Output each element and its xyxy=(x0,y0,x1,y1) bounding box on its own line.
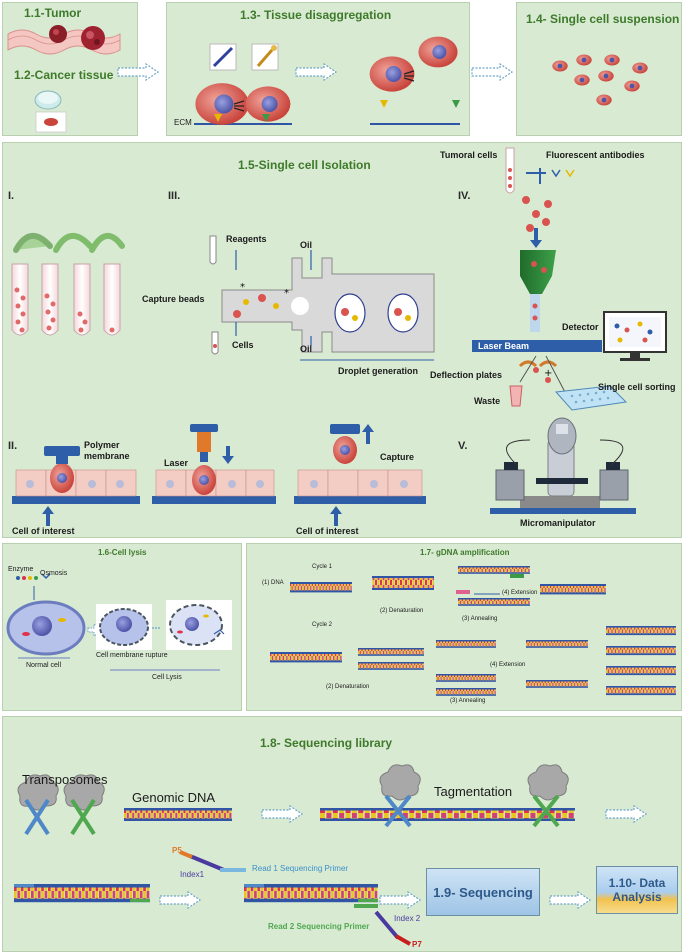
label-denaturation-1: (2) Denaturation xyxy=(380,608,424,614)
label-oil-top: Oil xyxy=(300,240,313,250)
label-annealing-2: (3) Annealing xyxy=(450,698,486,704)
arrow-disaggregation-to-suspension xyxy=(471,63,513,81)
svg-text:*: * xyxy=(284,288,289,299)
label-read1: Read 1 Sequencing Primer xyxy=(252,864,349,873)
label-cell-of-interest-1: Cell of interest xyxy=(12,526,75,536)
label-ecm: ECM xyxy=(174,118,192,127)
label-cycle-1: Cycle 1 xyxy=(312,564,333,570)
label-deflection-plates: Deflection plates xyxy=(430,370,503,380)
label-detector: Detector xyxy=(562,322,599,332)
label-membrane-rupture: Cell membrane rupture xyxy=(96,652,168,659)
gdna-amplification-strands xyxy=(270,566,676,696)
tissue-sample-card xyxy=(35,111,67,133)
label-cells: Cells xyxy=(232,340,254,350)
label-cell-lysis: Cell Lysis xyxy=(152,674,182,681)
panel-tumor xyxy=(2,2,138,136)
label-oil-bottom: Oil xyxy=(300,344,313,354)
label-tagmentation: Tagmentation xyxy=(434,784,513,799)
roman-1: I. xyxy=(8,190,15,202)
sequencing-box: 1.9- Sequencing xyxy=(426,868,540,916)
panel-library xyxy=(2,716,682,952)
roman-4: IV. xyxy=(458,190,471,202)
label-index2: Index 2 xyxy=(394,914,421,923)
label-capture: Capture xyxy=(380,452,415,462)
label-laser: Laser xyxy=(164,458,189,468)
title-isolation: 1.5-Single cell Isolation xyxy=(238,158,371,172)
sequencing-library-illustration xyxy=(14,764,647,946)
laser-capture-microdissection xyxy=(12,424,426,526)
label-transposomes: Transposomes xyxy=(22,772,108,787)
label-cell-of-interest-2: Cell of interest xyxy=(296,526,359,536)
roman-5: V. xyxy=(458,440,468,452)
label-capture-beads: Capture beads xyxy=(142,294,205,304)
cell-lysis-illustration xyxy=(6,573,232,671)
title-lysis: 1.6-Cell lysis xyxy=(98,548,147,557)
label-polymer-membrane: Polymer membrane xyxy=(84,440,130,461)
label-fluorescent-antibodies: Fluorescent antibodies xyxy=(546,150,645,160)
label-waste: Waste xyxy=(474,396,501,406)
single-cell-suspension-cells xyxy=(552,54,648,106)
title-tumor: 1.1-Tumor xyxy=(24,6,82,20)
svg-text:*: * xyxy=(240,282,245,293)
label-normal-cell: Normal cell xyxy=(26,662,62,669)
label-enzyme: Enzyme xyxy=(8,566,34,573)
transposome-icons xyxy=(17,774,105,836)
label-reagents: Reagents xyxy=(226,234,267,244)
label-laser-beam: Laser Beam xyxy=(478,341,530,351)
label-osmosis: Osmosis xyxy=(40,570,68,577)
label-denaturation-2: (2) Denaturation xyxy=(326,684,370,690)
label-cycle-2: Cycle 2 xyxy=(312,622,333,628)
label-extension-2: (4) Extension xyxy=(490,662,526,668)
label-tumoral-cells: Tumoral cells xyxy=(440,150,498,160)
roman-2: II. xyxy=(8,440,18,452)
label-genomic-dna: Genomic DNA xyxy=(132,790,216,805)
label-read2: Read 2 Sequencing Primer xyxy=(268,922,370,931)
label-dna: (1) DNA xyxy=(262,580,284,586)
label-single-cell-sorting: Single cell sorting xyxy=(598,382,676,392)
arrow-tumor-to-disaggregation xyxy=(117,63,159,81)
petri-dish-icon xyxy=(34,90,62,110)
title-library: 1.8- Sequencing library xyxy=(260,736,393,750)
tumor-tissue-illustration xyxy=(7,25,121,55)
label-p7: P7 xyxy=(412,940,422,949)
label-p5: P5 xyxy=(172,846,182,855)
title-cancer-tissue: 1.2-Cancer tissue xyxy=(14,68,114,82)
label-extension-1: (4) Extension xyxy=(502,590,538,596)
label-micromanipulator: Micromanipulator xyxy=(520,518,596,528)
micromanipulator-rig xyxy=(490,417,636,514)
panel-suspension xyxy=(516,2,682,136)
title-suspension: 1.4- Single cell suspension xyxy=(526,12,680,26)
centrifuge-tubes xyxy=(11,233,125,336)
roman-3: III. xyxy=(168,190,181,202)
label-annealing-1: (3) Annealing xyxy=(462,616,498,622)
label-droplet-generation: Droplet generation xyxy=(338,366,419,376)
title-disaggregation: 1.3- Tissue disaggregation xyxy=(240,8,392,22)
disaggregation-illustration xyxy=(194,36,460,125)
svg-text:+: + xyxy=(544,368,552,379)
title-gdna: 1.7- gDNA amplification xyxy=(420,548,510,557)
facs-sorter: + xyxy=(472,147,667,411)
data-analysis-box: 1.10- Data Analysis xyxy=(596,866,678,914)
label-index1: Index1 xyxy=(180,870,205,879)
droplet-microfluidic-chip: * * xyxy=(209,235,435,361)
